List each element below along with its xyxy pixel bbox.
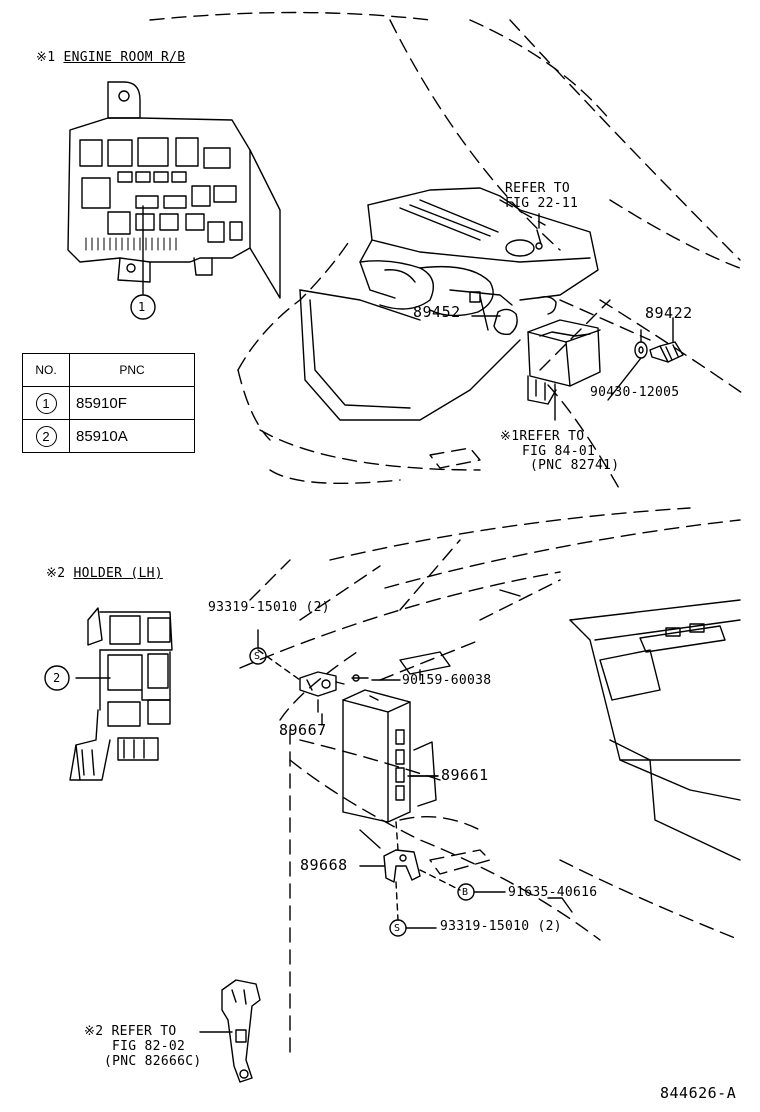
table-row: 1 85910F	[22, 386, 195, 420]
refer-fig-84-line1: ※1REFER TO	[500, 429, 585, 444]
refer-fig-82-line2: FIG 82-02	[112, 1039, 186, 1054]
pnc-value: 85910F	[69, 386, 195, 420]
holder-callout: ※2 HOLDER (LH)	[46, 567, 163, 581]
part-90159-60038: 90159-60038	[402, 673, 492, 688]
engine-bay-drawing	[149, 11, 746, 491]
part-89422: 89422	[645, 304, 693, 322]
holder-mark: ※2	[46, 566, 66, 581]
refer-fig-82-line1: ※2 REFER TO	[84, 1024, 177, 1039]
part-89452: 89452	[413, 303, 461, 321]
engine-room-callout: ※1 ENGINE ROOM R/B	[36, 51, 185, 65]
s-symbol-top: S	[254, 651, 261, 662]
pnc-value: 85910A	[69, 419, 195, 453]
part-89668: 89668	[300, 856, 348, 874]
engine-room-mark: ※1	[36, 50, 56, 65]
part-90430-12005: 90430-12005	[590, 385, 680, 400]
refer-fig-82-line3: (PNC 82666C)	[104, 1054, 202, 1069]
table-header-row: NO. PNC	[22, 353, 195, 387]
part-91635-40616: 91635-40616	[508, 885, 598, 900]
b-symbol: B	[462, 887, 469, 898]
refer-fig-84-line2: FIG 84-01	[522, 444, 596, 459]
part-89667: 89667	[279, 721, 327, 739]
dashboard-drawing	[239, 507, 741, 1061]
refer-fig-22-line2: FIG 22-11	[505, 196, 579, 211]
table-header-pnc: PNC	[69, 353, 195, 387]
dash-solid	[199, 589, 741, 1083]
holder-title: HOLDER (LH)	[73, 566, 163, 581]
engine-room-title: ENGINE ROOM R/B	[63, 50, 186, 65]
engine-bay-solid	[299, 187, 684, 421]
row-number-badge: 1	[35, 392, 57, 414]
balloon-1-label: 1	[138, 300, 146, 314]
table-header-no: NO.	[22, 353, 70, 387]
holder-lh-drawing	[44, 607, 173, 781]
part-89661: 89661	[441, 766, 489, 784]
row-number-badge: 2	[35, 425, 57, 447]
diagram-id: 844626-A	[660, 1084, 737, 1102]
part-93319-15010-bottom: 93319-15010 (2)	[440, 919, 562, 934]
table-row: 2 85910A	[22, 419, 195, 453]
part-93319-15010-top: 93319-15010 (2)	[208, 600, 330, 615]
refer-fig-22-line1: REFER TO	[505, 181, 571, 196]
engine-room-relay-block	[67, 81, 281, 320]
refer-fig-84-line3: (PNC 82741)	[530, 458, 620, 473]
balloon-2-label: 2	[53, 671, 61, 685]
s-symbol-bottom: S	[394, 923, 401, 934]
pnc-table: NO. PNC 1 85910F 2 85910A	[22, 353, 195, 453]
